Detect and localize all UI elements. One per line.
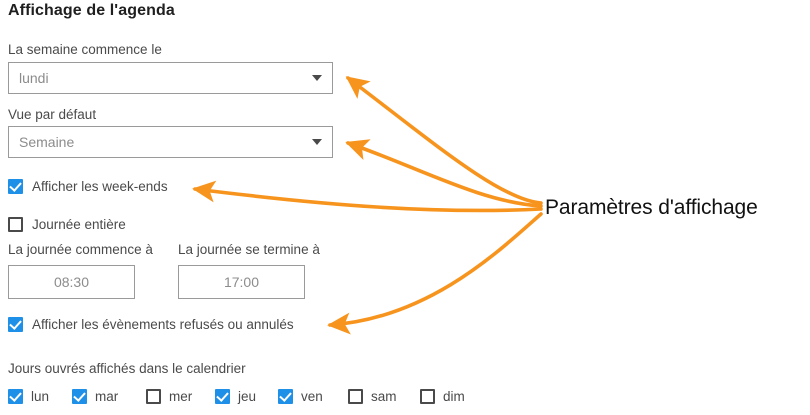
check-icon — [73, 389, 86, 402]
check-icon — [9, 317, 22, 330]
all-day-checkbox[interactable]: Journée entière — [8, 217, 126, 232]
page-title: Affichage de l'agenda — [8, 2, 175, 19]
arrow-to-show-weekends-checkbox — [192, 180, 543, 213]
arrow-to-show-declined-checkbox — [327, 212, 543, 335]
show-weekends-checkbox[interactable]: Afficher les week-ends — [8, 179, 168, 194]
workday-label: jeu — [238, 389, 257, 404]
show-declined-label: Afficher les évènements refusés ou annul… — [32, 317, 294, 332]
workday-label: lun — [31, 389, 50, 404]
day-start-value: 08:30 — [53, 274, 90, 290]
checkbox-box — [8, 317, 23, 332]
checkbox-box — [348, 389, 363, 404]
default-view-value: Semaine — [19, 134, 75, 150]
all-day-label: Journée entière — [32, 217, 126, 232]
chevron-down-icon — [312, 139, 322, 145]
checkbox-box — [8, 389, 23, 404]
week-start-value: lundi — [19, 70, 49, 86]
workdays-label: Jours ouvrés affichés dans le calendrier — [8, 361, 246, 376]
week-start-label: La semaine commence le — [8, 42, 162, 57]
workday-ven[interactable]: ven — [278, 389, 323, 404]
check-icon — [9, 179, 22, 192]
checkbox-box — [146, 389, 161, 404]
workday-mar[interactable]: mar — [72, 389, 118, 404]
checkbox-box — [420, 389, 435, 404]
workday-dim[interactable]: dim — [420, 389, 465, 404]
checkbox-box — [8, 217, 23, 232]
checkbox-box — [8, 179, 23, 194]
workday-mer[interactable]: mer — [146, 389, 192, 404]
day-end-input[interactable]: 17:00 — [178, 265, 305, 299]
day-start-input[interactable]: 08:30 — [8, 265, 135, 299]
workday-label: sam — [371, 389, 397, 404]
show-weekends-label: Afficher les week-ends — [32, 179, 168, 194]
checkbox-box — [215, 389, 230, 404]
workday-label: mar — [95, 389, 119, 404]
annotation-label: Paramètres d'affichage — [545, 196, 758, 219]
workday-jeu[interactable]: jeu — [215, 389, 256, 404]
day-end-value: 17:00 — [223, 274, 260, 290]
day-end-label: La journée se termine à — [178, 242, 320, 257]
workday-lun[interactable]: lun — [8, 389, 49, 404]
check-icon — [279, 389, 292, 402]
show-declined-checkbox[interactable]: Afficher les évènements refusés ou annul… — [8, 317, 294, 332]
workday-label: mer — [169, 389, 193, 404]
week-start-select[interactable]: lundi — [8, 62, 333, 94]
default-view-label: Vue par défaut — [8, 107, 97, 122]
workday-label: dim — [443, 389, 465, 404]
workday-label: ven — [301, 389, 323, 404]
check-icon — [216, 389, 229, 402]
chevron-down-icon — [312, 75, 322, 81]
arrow-to-week-start-select — [345, 76, 543, 205]
day-start-label: La journée commence à — [8, 242, 153, 257]
workday-sam[interactable]: sam — [348, 389, 397, 404]
arrow-to-default-view-select — [345, 139, 543, 208]
checkbox-box — [72, 389, 87, 404]
check-icon — [9, 389, 22, 402]
checkbox-box — [278, 389, 293, 404]
default-view-select[interactable]: Semaine — [8, 126, 333, 158]
